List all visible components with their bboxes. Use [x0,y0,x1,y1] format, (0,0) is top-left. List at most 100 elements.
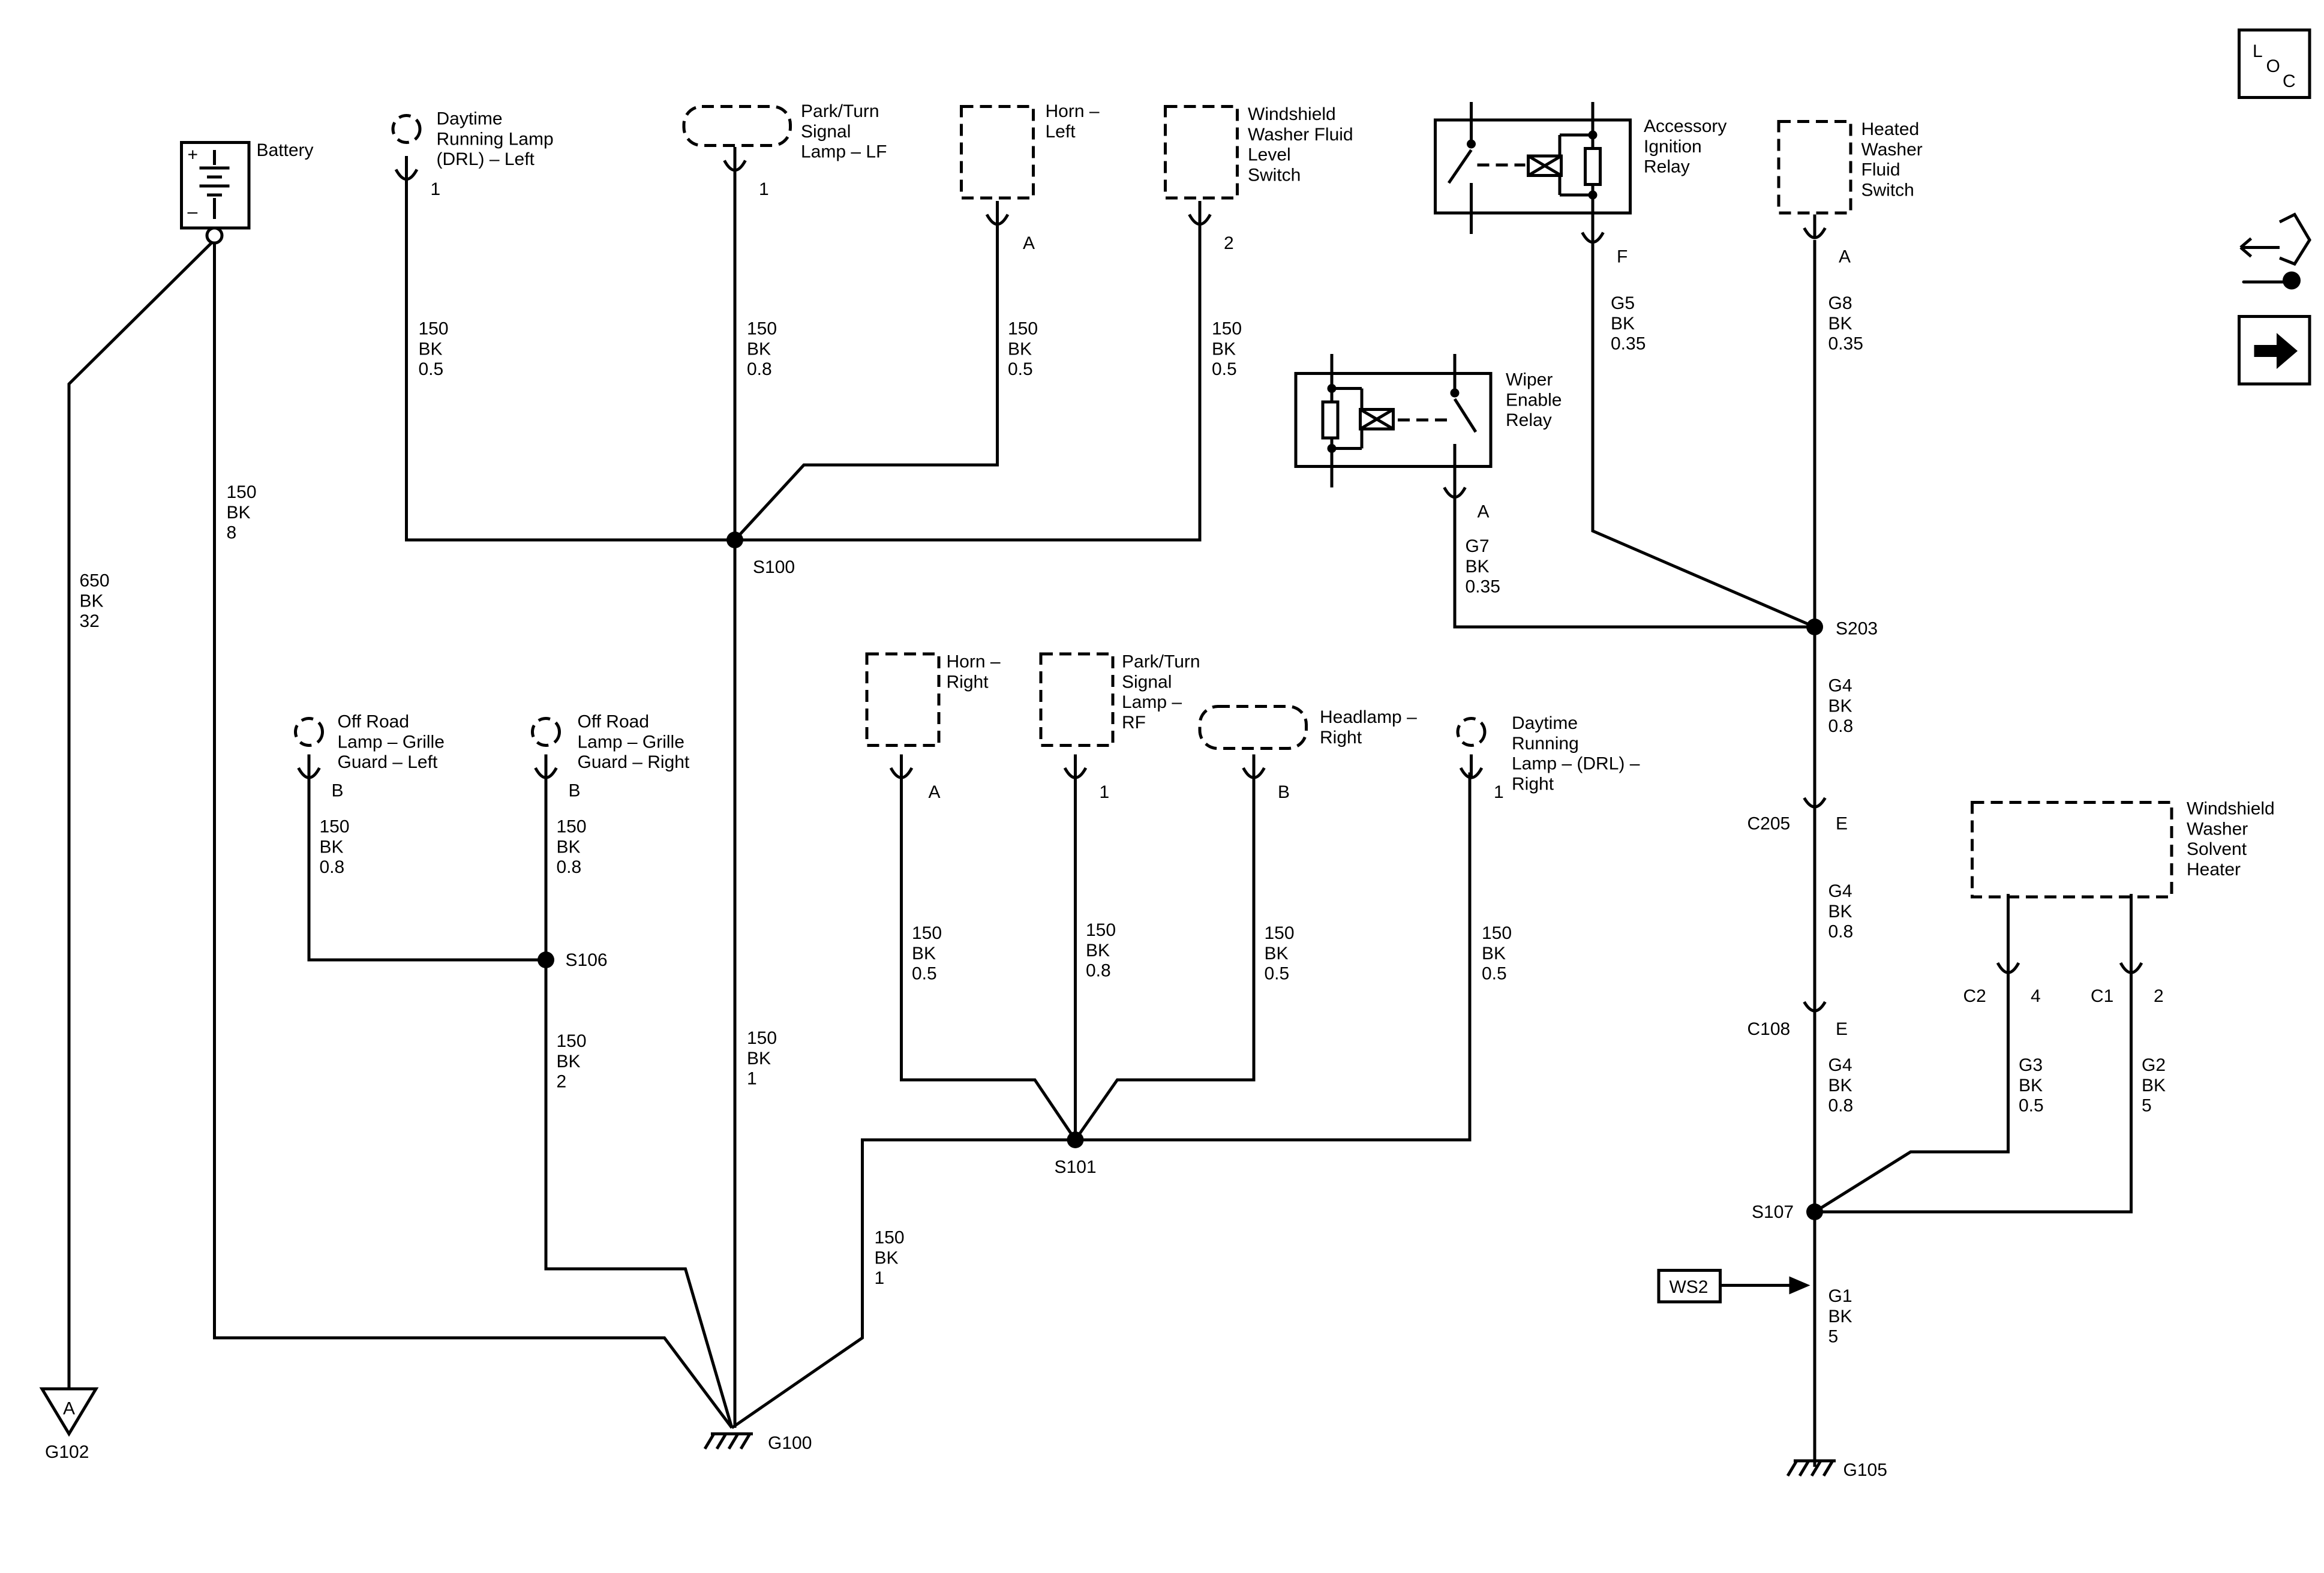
wire-offroad-left-s106 [307,772,546,962]
loc-icon[interactable]: LOC [2238,28,2311,99]
headlamp-right-label: Headlamp –Right [1320,707,1417,748]
accessory-ignition-relay [1434,102,1632,234]
pin-ww-level: 2 [1224,233,1234,253]
ground-g102-symbol [39,1387,99,1437]
wire-horn-right-s101 [900,772,1077,1141]
label-c108: C108 [1747,1019,1791,1039]
wire-battery-g102 [67,239,216,1389]
side-icons: LOC [2238,28,2311,386]
connector-c108 [1803,984,1827,1013]
offroad-right-lamp [531,717,561,747]
connector-c205 [1803,780,1827,809]
ws2-arrowhead [1789,1276,1810,1295]
pin-horn-right: A [929,782,941,802]
ws2-box [1657,1269,1722,1304]
pin-heated-ww: A [1839,247,1851,267]
park-rf-terminal [1063,754,1088,779]
pin-horn-left: A [1023,233,1035,253]
label-g102: G102 [45,1442,89,1462]
label-s107: S107 [1752,1202,1794,1222]
label-s100: S100 [753,557,795,577]
offroad-right-terminal [534,754,558,779]
park-lf-terminal [723,147,747,172]
drl-right-terminal [1459,754,1484,779]
label-c205: C205 [1747,814,1791,834]
wire-solvent-c1-s107 [1815,894,2133,1214]
pin-solvent-c1: 2 [2154,986,2164,1006]
wire-horn-left-s100 [734,225,999,541]
drl-right-lamp [1456,717,1487,747]
pin-offroad-right: B [569,781,581,801]
label-g100: G100 [768,1433,812,1453]
loc-letter-c: C [2283,71,2296,91]
ww-level-terminal [1188,201,1212,226]
wires [67,165,2133,1467]
label-c2: C2 [1963,986,1986,1006]
horn-left-terminal [985,201,1010,226]
battery-minus-sign: – [188,202,198,222]
label-g102-letter: A [63,1399,75,1419]
ww-level-switch [1164,105,1239,200]
horn-right-label: Horn –Right [947,652,1001,692]
headlamp-right [1198,705,1308,750]
windshield-solvent-heater [1971,801,2173,899]
right-arrow-icon[interactable] [2238,315,2311,386]
wiper-enable-relay [1294,354,1493,488]
label-c1: C1 [2091,986,2113,1006]
wire-battery-g100 [213,240,733,1429]
headlamp-right-terminal [1242,754,1266,779]
splice-s101 [1067,1131,1084,1148]
pin-solvent-c2: 4 [2031,986,2041,1006]
drl-left-terminal [394,156,419,181]
park-lf-lamp [682,105,792,147]
wire-offroad-right-s106-g100 [544,772,734,1428]
battery-plus-sign: + [188,145,199,165]
wire-acc-relay-s203 [1591,225,1815,629]
pin-drl-left: 1 [431,179,441,199]
wire-top-bus [405,180,1202,542]
wire-solvent-c2-s107 [1813,894,2010,1214]
wire-headlamp-right-s101 [1074,772,1256,1141]
acc-relay-terminal [1581,219,1605,244]
solvent-c2-terminal [1996,949,2020,974]
ground-g105 [1786,1459,1836,1477]
connector-wrench-icon[interactable] [2239,212,2311,290]
label-s101: S101 [1055,1157,1097,1177]
splice-s100 [726,532,743,548]
wiper-relay-terminal [1443,474,1467,499]
splice-s203 [1806,619,1823,635]
wire-wiper-relay-s203 [1453,480,1815,629]
pin-offroad-left: B [332,781,344,801]
battery-symbol [180,141,251,245]
horn-left [960,105,1035,200]
pin-wiper-relay: A [1478,502,1490,522]
pin-drl-right: 1 [1494,782,1504,802]
pin-c205: E [1836,814,1848,834]
loc-letter-o: O [2266,56,2280,76]
